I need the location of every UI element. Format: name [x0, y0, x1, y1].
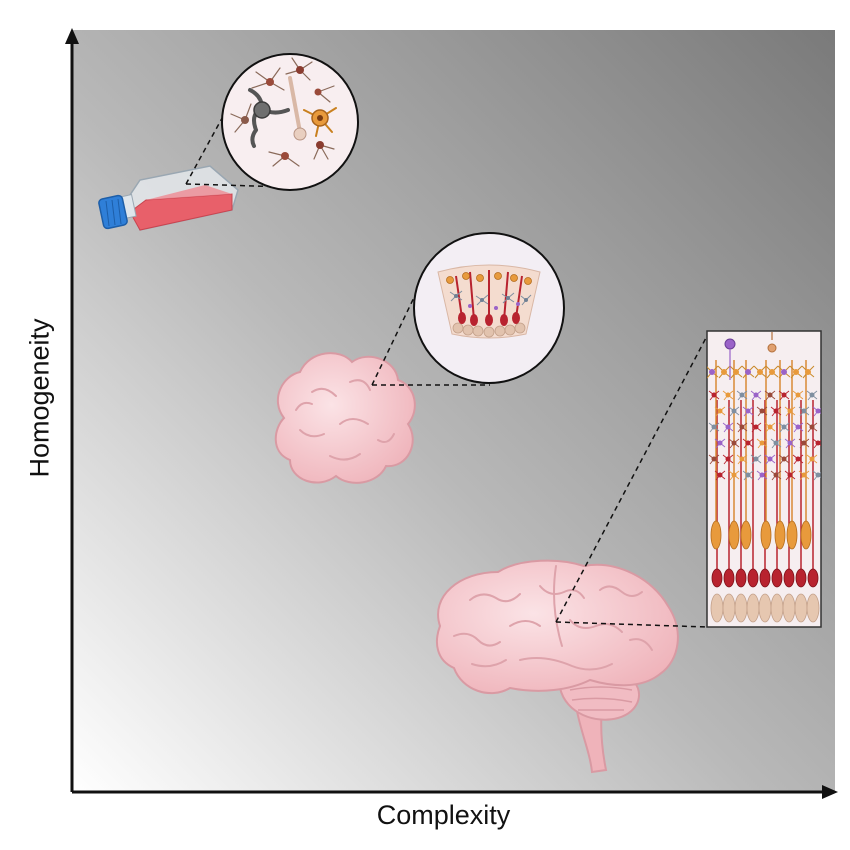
y-axis-arrowhead: [65, 28, 79, 44]
y-axis: [65, 28, 79, 792]
y-axis-label: Homogeneity: [24, 318, 55, 478]
flask-cap: [98, 194, 128, 230]
x-axis-label: Complexity: [376, 800, 511, 830]
human-brain: [436, 559, 679, 774]
organoid-layer-inset: [413, 232, 565, 384]
brain-organoid: [274, 352, 416, 484]
callout-line-organoid: [371, 284, 421, 386]
cortical-column-inset: [706, 330, 822, 628]
callout-line-brain-2: [555, 621, 708, 628]
callout-line-flask: [185, 99, 233, 185]
dissociated-neurons-inset: [221, 53, 359, 191]
cell-culture-flask: [98, 165, 239, 231]
x-axis: [72, 785, 838, 799]
x-axis-arrowhead: [822, 785, 838, 799]
